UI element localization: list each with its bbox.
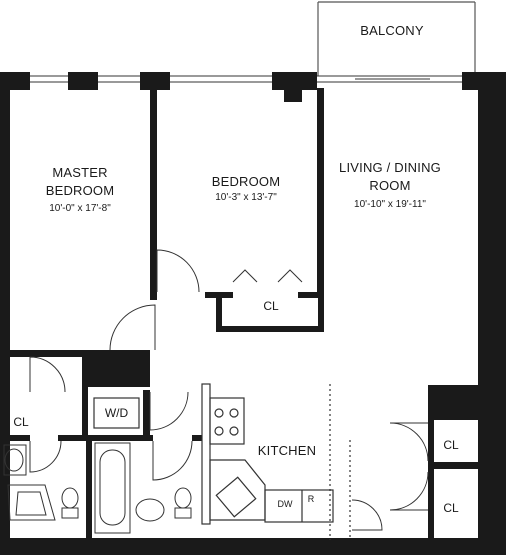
- living-dining-label-line2: ROOM: [369, 178, 411, 193]
- dishwasher-label: DW: [277, 499, 293, 509]
- kitchen-label: KITCHEN: [257, 443, 317, 458]
- exterior-walls: [0, 72, 506, 555]
- living-dining-label-line1: LIVING / DINING: [339, 160, 441, 175]
- washer-dryer-unit: [93, 397, 140, 429]
- master-bedroom-dims: 10'-0" x 17'-8": [49, 203, 111, 214]
- master-bedroom-label-line2: BEDROOM: [45, 183, 115, 198]
- bedroom-label: BEDROOM: [211, 174, 281, 189]
- interior-walls: [0, 88, 478, 550]
- entry-closet-upper-label: CL: [443, 438, 459, 452]
- refrigerator-label: R: [307, 494, 315, 504]
- master-closet-label: CL: [13, 415, 29, 429]
- kitchen-fixtures: [201, 383, 351, 540]
- entry-closet-lower-label: CL: [443, 501, 459, 515]
- bath-fixtures: [3, 442, 192, 534]
- door-swings: [29, 249, 429, 531]
- bedroom-closet-label: CL: [263, 299, 279, 313]
- washer-dryer-label: W/D: [104, 406, 129, 420]
- balcony-outline: [317, 1, 476, 76]
- balcony-label: BALCONY: [360, 23, 424, 38]
- master-bedroom-label-line1: MASTER: [52, 165, 108, 180]
- living-dining-dims: 10'-10" x 19'-11": [354, 199, 426, 210]
- bedroom-dims: 10'-3" x 13'-7": [215, 192, 277, 203]
- windows: [30, 75, 462, 83]
